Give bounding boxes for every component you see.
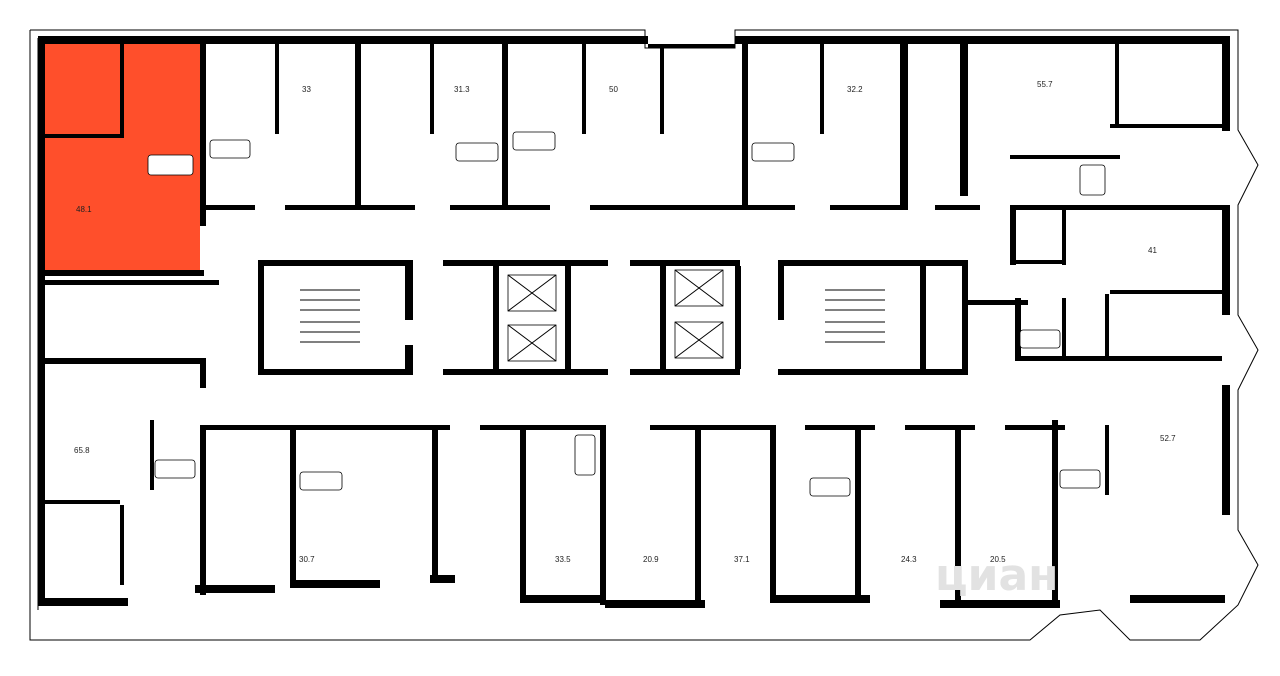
- apartment-20-5[interactable]: 20.5: [990, 555, 1006, 564]
- apartment-41[interactable]: 41: [1148, 246, 1157, 255]
- apartment-area-label: 24.3: [901, 555, 917, 564]
- apartment-area-label: 52.7: [1160, 434, 1176, 443]
- top-row-walls: [44, 36, 1222, 285]
- bottom-row-walls: [38, 358, 1109, 605]
- apartment-30-7[interactable]: 30.7: [299, 555, 315, 564]
- bathroom-fixtures: [147, 131, 1106, 497]
- apartment-area-label: 32.2: [847, 85, 863, 94]
- apartment-area-label: 55.7: [1037, 80, 1053, 89]
- apartment-labels: 48.1 33 31.3 50 32.2 55.7 41 65.8 30.7 3…: [74, 80, 1176, 564]
- apartment-area-label: 50: [609, 85, 618, 94]
- apartment-33-5[interactable]: 33.5: [555, 555, 571, 564]
- apartment-area-label: 41: [1148, 246, 1157, 255]
- right-side-walls: [1010, 205, 1222, 361]
- exterior-walls: [38, 36, 1230, 608]
- stair-left: [300, 289, 360, 343]
- apartment-area-label: 31.3: [454, 85, 470, 94]
- apartment-65-8[interactable]: 65.8: [74, 446, 90, 455]
- apartment-area-label: 48.1: [76, 205, 92, 214]
- apartment-area-label: 33: [302, 85, 311, 94]
- apartment-33[interactable]: 33: [302, 85, 311, 94]
- apartment-24-3[interactable]: 24.3: [901, 555, 917, 564]
- apartment-area-label: 33.5: [555, 555, 571, 564]
- apartment-area-label: 65.8: [74, 446, 90, 455]
- apartment-37-1[interactable]: 37.1: [734, 555, 750, 564]
- apartment-area-label: 20.9: [643, 555, 659, 564]
- apartment-area-label: 37.1: [734, 555, 750, 564]
- apartment-area-label: 30.7: [299, 555, 315, 564]
- building-core: [258, 260, 1028, 375]
- stair-right: [825, 289, 885, 343]
- watermark-text: циан: [935, 550, 1059, 601]
- apartment-48-1[interactable]: 48.1: [76, 205, 92, 214]
- apartment-50[interactable]: 50: [609, 85, 618, 94]
- apartment-52-7[interactable]: 52.7: [1160, 434, 1176, 443]
- apartment-32-2[interactable]: 32.2: [847, 85, 863, 94]
- apartment-area-label: 20.5: [990, 555, 1006, 564]
- apartment-55-7[interactable]: 55.7: [1037, 80, 1053, 89]
- apartment-20-9[interactable]: 20.9: [643, 555, 659, 564]
- apartment-31-3[interactable]: 31.3: [454, 85, 470, 94]
- building-outline: [29, 29, 1259, 641]
